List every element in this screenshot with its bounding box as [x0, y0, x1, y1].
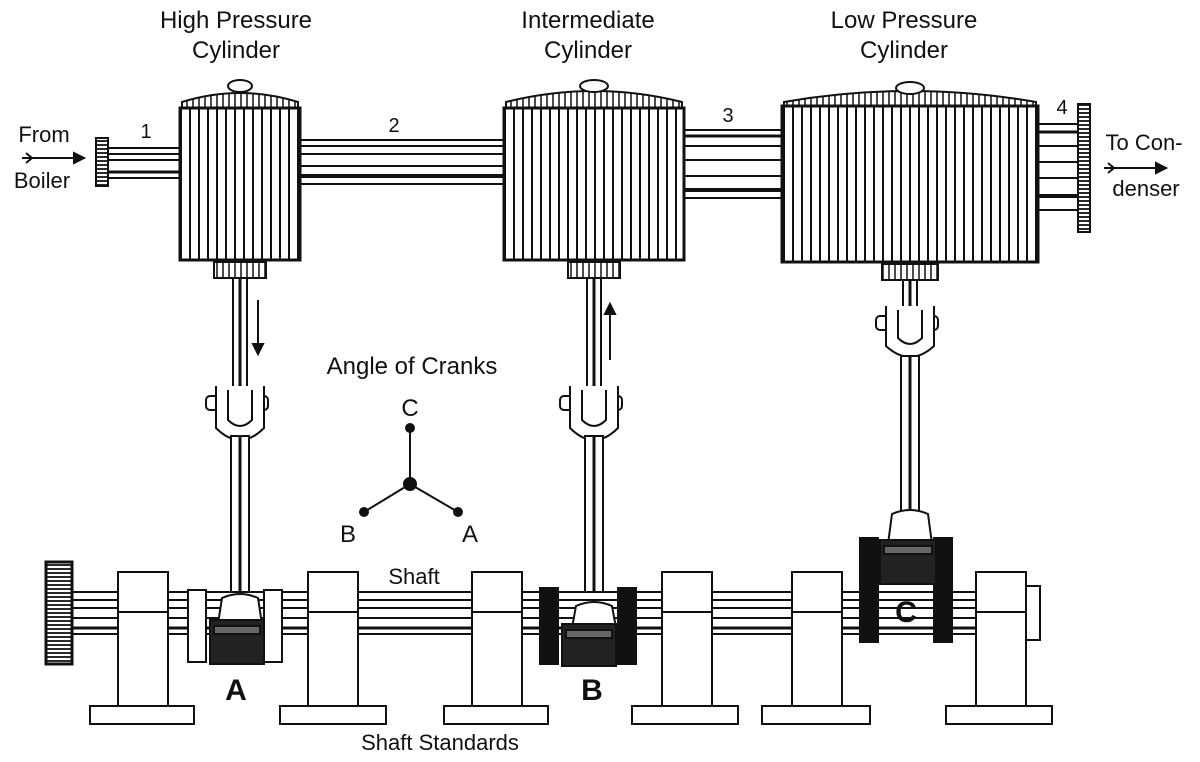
angle-diagram-label-c: C	[401, 395, 418, 422]
inlet-label-line1: From	[18, 122, 69, 147]
shaft-standard	[631, 571, 739, 725]
angle-diagram-label-b: B	[340, 521, 356, 548]
inlet-arrow	[22, 151, 87, 165]
angle-of-cranks-title: Angle of Cranks	[327, 353, 498, 380]
pipe-number-3: 3	[722, 105, 733, 127]
crank-c	[859, 509, 953, 643]
outlet-arrow	[1104, 161, 1169, 175]
intermediate-cylinder	[502, 79, 686, 279]
shaft-standard	[945, 571, 1053, 725]
angle-of-cranks-diagram	[359, 423, 463, 517]
pipe-number-2: 2	[388, 115, 399, 137]
ip-cylinder-label-line1: Intermediate	[521, 7, 654, 34]
inlet-label-line2: Boiler	[14, 168, 70, 193]
hp-piston-rod	[205, 277, 269, 599]
hp-cylinder-label-line1: High Pressure	[160, 7, 312, 34]
shaft-standards-label: Shaft Standards	[361, 730, 519, 755]
pipe-number-1: 1	[140, 121, 151, 143]
pipe-2	[297, 139, 507, 185]
lp-piston-rod	[875, 279, 939, 517]
crank-a	[187, 589, 283, 665]
pipe-1	[95, 137, 185, 187]
pipe-4	[1035, 103, 1091, 233]
outlet-label-line1: To Con-	[1105, 130, 1182, 155]
shaft-standard	[89, 571, 195, 725]
crank-label-a: A	[225, 674, 247, 707]
shaft-label: Shaft	[388, 564, 439, 589]
shaft-standard	[279, 571, 387, 725]
crank-b	[539, 587, 637, 667]
shaft-standards	[89, 571, 1053, 725]
pipe-number-4: 4	[1056, 97, 1067, 119]
pipe-3	[679, 129, 785, 199]
shaft-standard	[761, 571, 871, 725]
angle-diagram-label-a: A	[462, 521, 478, 548]
ip-piston-rod	[559, 277, 623, 611]
hp-cylinder-label-line2: Cylinder	[192, 37, 280, 64]
lp-cylinder-label-line1: Low Pressure	[831, 7, 978, 34]
lp-cylinder-label-line2: Cylinder	[860, 37, 948, 64]
crank-label-c: C	[895, 596, 917, 629]
ip-cylinder-label-line2: Cylinder	[544, 37, 632, 64]
crank-label-b: B	[581, 674, 603, 707]
outlet-label-line2: denser	[1112, 176, 1179, 201]
low-pressure-cylinder	[780, 81, 1040, 281]
high-pressure-cylinder	[178, 79, 302, 279]
shaft-standard	[443, 571, 549, 725]
